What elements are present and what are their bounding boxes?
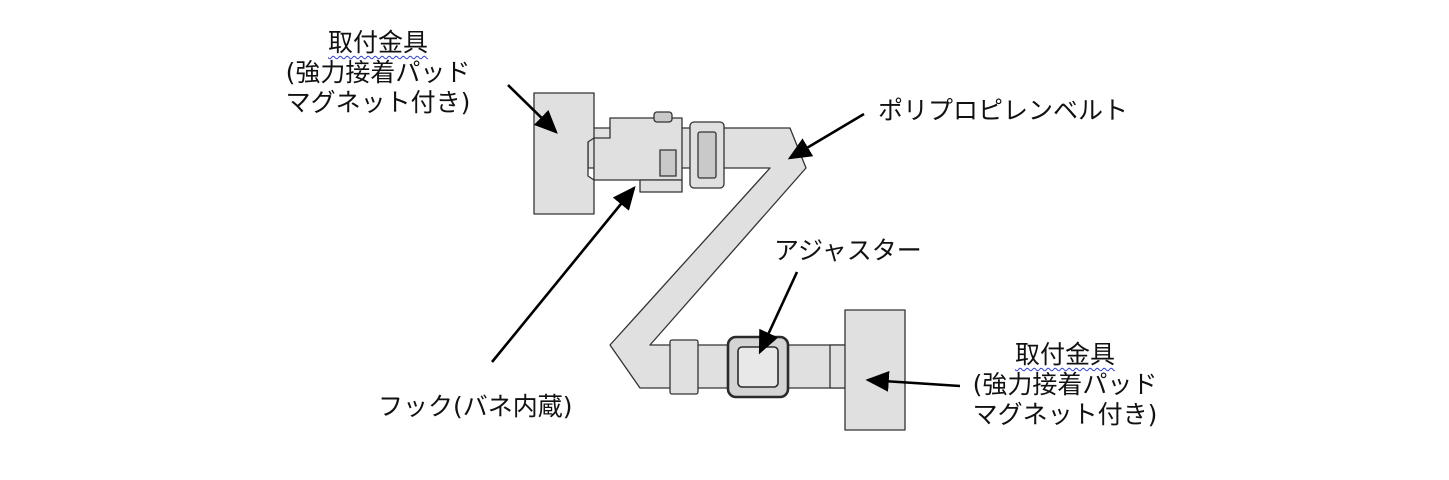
arrow-hook — [490, 185, 636, 363]
label-belt-text: ポリプロピレンベルト — [878, 96, 1129, 125]
hook-latch — [653, 111, 673, 123]
label-bracket-top: 取付金具 (強力接着パッド マグネット付き) — [278, 28, 478, 118]
belt-loop-top-inner — [697, 131, 717, 179]
arrow-bracket-top — [507, 84, 558, 134]
hook-clip — [639, 179, 683, 193]
label-bracket-bottom-line1: 取付金具 — [1014, 340, 1115, 369]
label-bracket-top-line3: マグネット付き) — [285, 88, 471, 117]
label-bracket-top-line1: 取付金具 — [327, 28, 428, 57]
label-adjuster-text: アジャスター — [774, 236, 922, 265]
label-hook: フック(バネ内蔵) — [378, 392, 573, 422]
belt-keeper-bottom — [669, 339, 699, 395]
label-adjuster: アジャスター — [774, 236, 922, 266]
label-bracket-bottom: 取付金具 (強力接着パッド マグネット付き) — [960, 340, 1170, 430]
adjuster-inner — [737, 346, 779, 388]
arrow-adjuster — [758, 271, 799, 355]
label-bracket-bottom-line2: (強力接着パッド — [972, 370, 1158, 399]
arrow-bracket-bottom — [865, 370, 961, 392]
label-bracket-bottom-line3: マグネット付き) — [972, 400, 1158, 429]
label-belt: ポリプロピレンベルト — [878, 96, 1128, 126]
mounting-bracket-top — [533, 92, 595, 215]
arrow-belt — [787, 112, 865, 160]
hook-notch — [659, 149, 677, 177]
mounting-bracket-bottom — [844, 309, 906, 431]
label-hook-text: フック(バネ内蔵) — [378, 392, 573, 421]
label-bracket-top-line2: (強力接着パッド — [285, 58, 471, 87]
